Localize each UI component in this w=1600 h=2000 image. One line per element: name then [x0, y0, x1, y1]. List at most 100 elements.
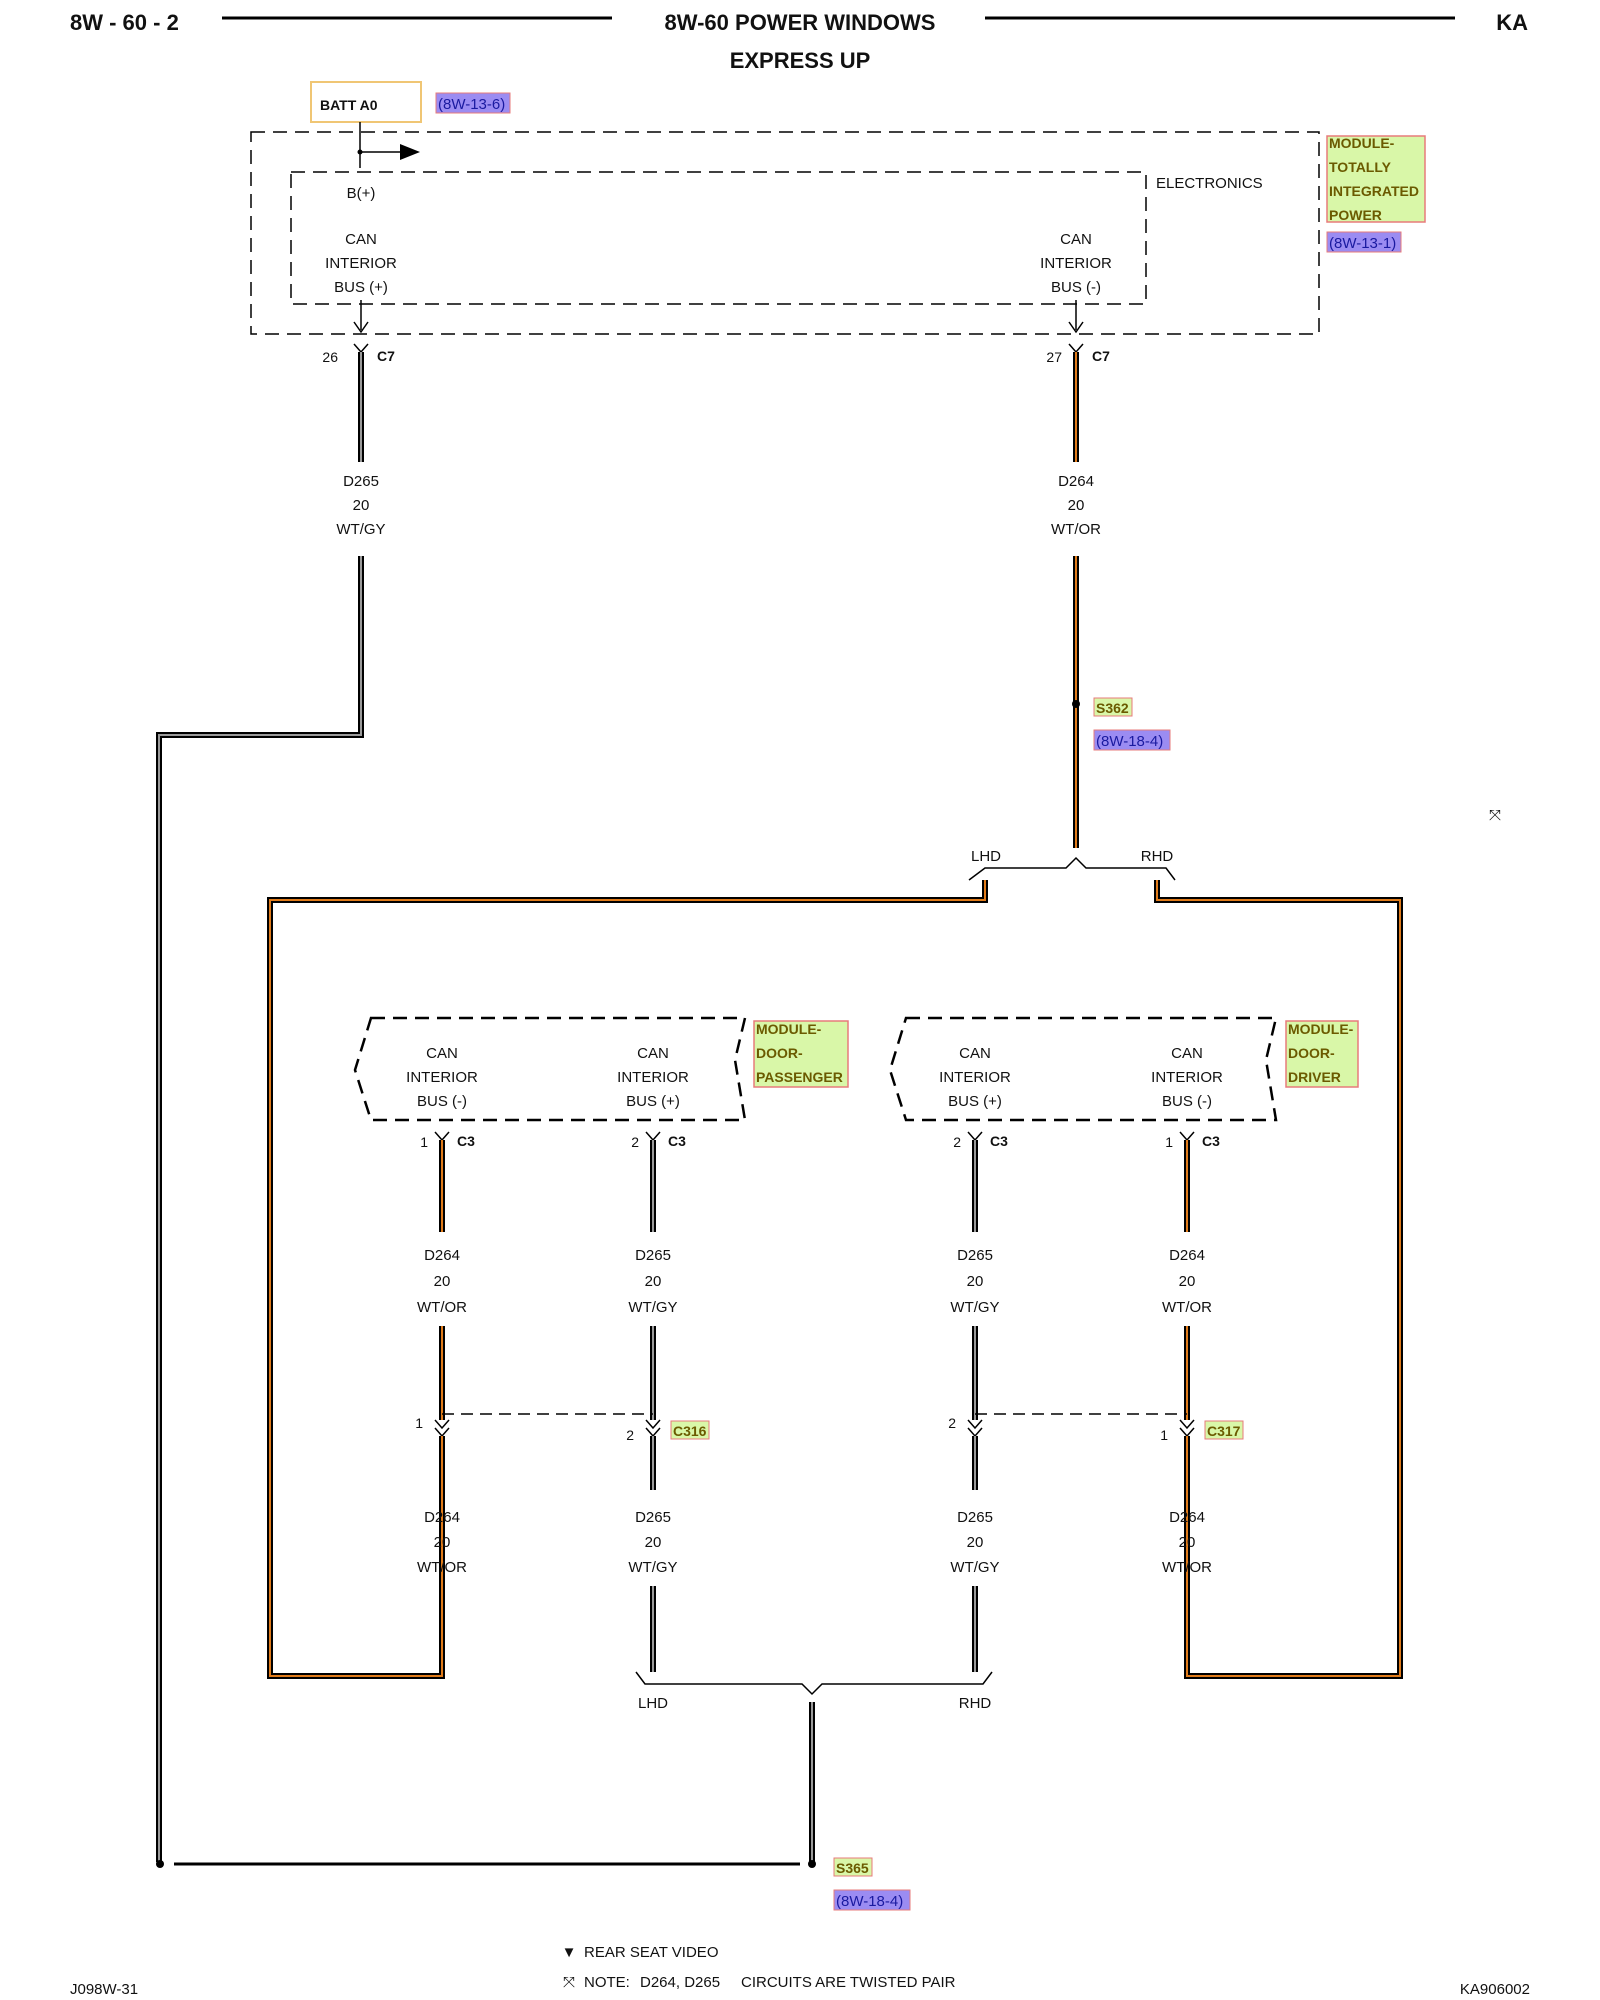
passenger-c3-pin2: 2: [631, 1134, 639, 1150]
pass-lo-d264-color: WT/OR: [417, 1559, 467, 1576]
c317-tag-box: [1204, 1420, 1244, 1440]
pass-lo-d264-gauge: 20: [434, 1534, 451, 1551]
drv-lo-d264-gauge: 20: [1179, 1534, 1196, 1551]
rear-seat-video-note: REAR SEAT VIDEO: [584, 1944, 718, 1961]
driver-c3-pin1-icon: [1179, 1131, 1195, 1142]
passenger-name-line-2: DOOR-: [756, 1045, 803, 1061]
twisted-note-desc: CIRCUITS ARE TWISTED PAIR: [741, 1974, 956, 1991]
top-branch-bracket: [968, 856, 1176, 881]
passenger-module-outline: [353, 1016, 747, 1122]
drv-lo-d265-gauge: 20: [967, 1534, 984, 1551]
c316-pin1-mate-icon: [434, 1427, 450, 1438]
pass-up-d265-circuit: D265: [635, 1247, 671, 1264]
passenger-c3-pin1-icon: [434, 1131, 450, 1142]
c316-pin2-mate-icon: [645, 1427, 661, 1438]
c7-label-left: C7: [377, 348, 395, 364]
s365-name: S365: [836, 1860, 869, 1876]
c7-pin-26: 26: [322, 349, 338, 365]
top-branch-lhd: LHD: [971, 848, 1001, 865]
tip-d265-gauge: 20: [353, 497, 370, 514]
driver-module-outline: [888, 1016, 1278, 1122]
driver-c3-label-left: C3: [990, 1133, 1008, 1149]
driver-right-l1: CAN: [1171, 1045, 1203, 1062]
driver-right-l2: INTERIOR: [1151, 1069, 1223, 1086]
rear-seat-video-marker-icon: ▼: [562, 1944, 577, 1961]
batt-label: BATT A0: [320, 97, 378, 113]
batt-arrow-head: [400, 144, 420, 160]
batt-ref-link[interactable]: (8W-13-6): [438, 96, 505, 113]
footer-left-code: J098W-31: [70, 1981, 138, 1998]
pass-lo-d264-circuit: D264: [424, 1509, 460, 1526]
driver-left-l2: INTERIOR: [939, 1069, 1011, 1086]
page-title: 8W-60 POWER WINDOWS: [665, 10, 936, 35]
batt-ref-box[interactable]: [435, 92, 511, 114]
c7-pin27-connector-icon: [1068, 343, 1084, 354]
passenger-left-l2: INTERIOR: [406, 1069, 478, 1086]
c316-tag-box: [670, 1420, 710, 1440]
s365-ref-box[interactable]: [833, 1889, 911, 1911]
tip-d265-circuit: D265: [343, 473, 379, 490]
tip-name-line-1: MODULE-: [1329, 135, 1395, 151]
passenger-right-l3: BUS (+): [626, 1093, 680, 1110]
s362-ref-link[interactable]: (8W-18-4): [1096, 733, 1163, 750]
passenger-module-name-box: [753, 1020, 849, 1088]
passenger-right-l2: INTERIOR: [617, 1069, 689, 1086]
s362-name: S362: [1096, 700, 1129, 716]
drv-up-d264-color: WT/OR: [1162, 1299, 1212, 1316]
passenger-c3-label-left: C3: [457, 1133, 475, 1149]
c317-pin2-mate-icon: [967, 1427, 983, 1438]
pass-up-d265-color: WT/GY: [628, 1299, 677, 1316]
s365-ref-link[interactable]: (8W-18-4): [836, 1893, 903, 1910]
model-code: KA: [1496, 10, 1528, 35]
passenger-c3-pin1: 1: [420, 1134, 428, 1150]
driver-name-line-2: DOOR-: [1288, 1045, 1335, 1061]
passenger-right-l1: CAN: [637, 1045, 669, 1062]
tip-can-minus-l2: INTERIOR: [1040, 255, 1112, 272]
tip-name-line-4: POWER: [1329, 207, 1382, 223]
drv-up-d265-circuit: D265: [957, 1247, 993, 1264]
tip-name-line-3: INTEGRATED: [1329, 183, 1419, 199]
tip-d265-color: WT/GY: [336, 521, 385, 538]
electronics-outline: [290, 171, 1147, 305]
page-number: 8W - 60 - 2: [70, 10, 179, 35]
twisted-pair-marker-icon: ⤧: [1489, 807, 1501, 824]
pass-up-d264-color: WT/OR: [417, 1299, 467, 1316]
pass-up-d264-gauge: 20: [434, 1273, 451, 1290]
wire-d265-trunk: [156, 556, 364, 1862]
tip-ref-link[interactable]: (8W-13-1): [1329, 235, 1396, 252]
drv-lo-d264-circuit: D264: [1169, 1509, 1205, 1526]
electronics-label: ELECTRONICS: [1156, 175, 1263, 192]
s365-splice-node: [808, 1860, 816, 1868]
bplus-label: B(+): [347, 185, 376, 202]
pass-lo-d265-gauge: 20: [645, 1534, 662, 1551]
s362-ref-box[interactable]: [1093, 729, 1171, 751]
tip-can-plus-l1: CAN: [345, 231, 377, 248]
pass-lo-d265-circuit: D265: [635, 1509, 671, 1526]
c317-pin-left: 2: [948, 1415, 956, 1431]
drv-up-d264-gauge: 20: [1179, 1273, 1196, 1290]
drv-up-d264-circuit: D264: [1169, 1247, 1205, 1264]
drv-lo-d265-circuit: D265: [957, 1509, 993, 1526]
s362-tag-box: [1093, 697, 1133, 717]
wire-d264-lhd-loop: [267, 880, 988, 1679]
tip-can-minus-l3: BUS (-): [1051, 279, 1101, 296]
bottom-branch-rhd: RHD: [959, 1695, 992, 1712]
bottom-branch-bracket: [635, 1671, 993, 1696]
driver-left-l3: BUS (+): [948, 1093, 1002, 1110]
c316-pin-left: 1: [415, 1415, 423, 1431]
c7-label-right: C7: [1092, 348, 1110, 364]
pass-up-d264-circuit: D264: [424, 1247, 460, 1264]
pass-lo-d265-color: WT/GY: [628, 1559, 677, 1576]
c316-name: C316: [673, 1423, 707, 1439]
top-branch-rhd: RHD: [1141, 848, 1174, 865]
tip-module-outline: [250, 131, 1320, 335]
c317-name: C317: [1207, 1423, 1241, 1439]
tip-ref-box[interactable]: [1326, 231, 1402, 253]
c316-pin-right: 2: [626, 1427, 634, 1443]
passenger-left-l3: BUS (-): [417, 1093, 467, 1110]
passenger-c3-pin2-icon: [645, 1131, 661, 1142]
c317-pin1-mate-icon: [1179, 1427, 1195, 1438]
drv-lo-d264-color: WT/OR: [1162, 1559, 1212, 1576]
twisted-note-label: NOTE:: [584, 1974, 630, 1991]
